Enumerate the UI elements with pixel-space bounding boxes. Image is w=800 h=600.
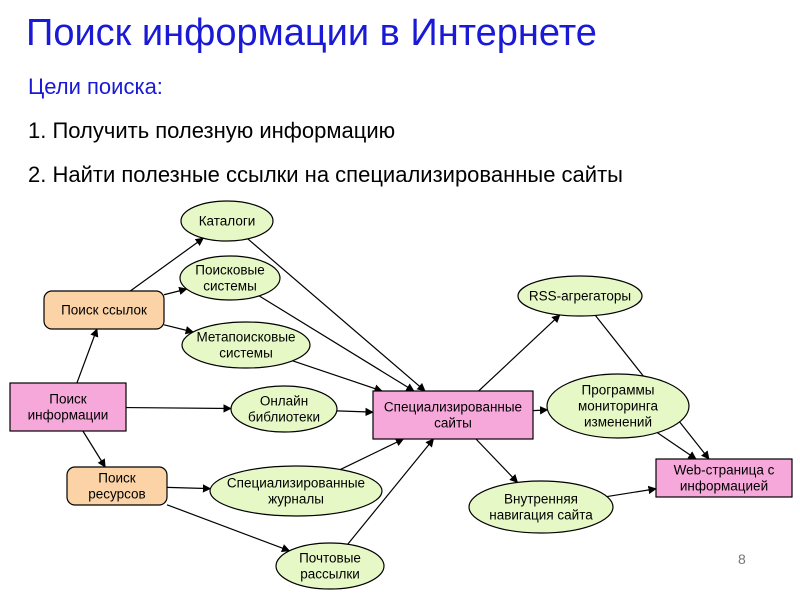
node-shape-mail [275,542,385,590]
node-label-monitor-line-2: мониторинга [578,399,658,414]
node-label-mail-line-1: Почтовые [299,551,361,566]
node-shape-meta [181,321,311,369]
node-label-webpage-line-2: информацией [680,479,768,494]
node-shape-journals [209,465,383,517]
slide-title: Поиск информации в Интернете [26,12,597,54]
arrow-journals-to-spec_sites [340,438,405,471]
arrow-spec_sites-to-monitor [532,406,549,415]
node-shape-poiskovye [179,255,281,301]
arrow-poisk_ssylok-to-poiskovye [163,286,188,296]
arrow-nav-to-webpage [606,485,657,498]
arrow-monitor-to-webpage [656,432,697,460]
node-shape-poisk_res [66,466,168,506]
node-shape-rss [517,275,643,317]
arrow-poisk_info-to-poisk_ssylok [76,328,99,384]
diagram-edges [76,237,710,553]
arrow-poisk_res-to-mail [166,504,291,553]
arrow-poisk_res-to-journals [166,484,212,493]
arrow-spec_sites-to-nav [475,438,519,484]
arrow-online-to-spec_sites [336,407,374,417]
goal-item-2: 2. Найти полезные ссылки на специализиро… [28,162,623,187]
arrow-katalogi-to-spec_sites [247,238,426,392]
node-label-poisk_res-line-1: Поиск [98,471,136,486]
goal-item-1: 1. Получить полезную информацию [28,118,396,143]
node-label-poisk_info-line-1: Поиск [49,392,87,407]
node-label-monitor-line-1: Программы [582,383,655,398]
node-label-online-line-2: библиотеки [248,410,320,425]
node-katalogi: Каталоги [180,200,274,242]
arrow-meta-to-spec_sites [292,360,383,393]
node-shape-monitor [546,373,690,439]
node-shape-katalogi [180,200,274,242]
diagram-nodes: КаталогиПоисковыесистемыМетапоисковыесис… [9,200,793,590]
node-rss: RSS-агрегаторы [517,275,643,317]
node-shape-spec_sites [372,390,534,440]
node-label-poisk_ssylok-line-1: Поиск ссылок [61,303,147,318]
arrow-spec_sites-to-rss [478,314,561,392]
slide-subtitle: Цели поиска: [28,74,163,99]
node-label-meta-line-2: системы [219,346,273,361]
node-label-webpage-line-1: Web-страница с [674,463,775,478]
node-label-katalogi-line-1: Каталоги [199,214,256,229]
node-label-journals-line-1: Специализированные [227,476,365,491]
node-label-poiskovye-line-1: Поисковые [195,263,264,278]
node-shape-poisk_ssylok [43,290,165,330]
node-shape-poisk_info [9,382,127,432]
node-label-nav-line-2: навигация сайта [489,508,593,523]
arrow-poisk_ssylok-to-katalogi [129,237,204,292]
node-label-rss-line-1: RSS-агрегаторы [529,289,631,304]
node-label-poisk_info-line-2: информации [28,408,109,423]
node-shape-webpage [655,458,793,498]
node-label-meta-line-1: Метапоисковые [196,330,295,345]
arrow-mail-to-spec_sites [347,438,434,545]
node-label-monitor-line-3: изменений [584,415,652,430]
arrow-poisk_ssylok-to-meta [163,324,195,335]
node-poisk_ssylok: Поиск ссылок [43,290,165,330]
node-label-nav-line-1: Внутренняя [504,492,578,507]
node-label-spec_sites-line-2: сайты [434,416,472,431]
node-label-journals-line-2: журналы [268,492,324,507]
arrow-poisk_info-to-online [125,404,232,413]
page-number: 8 [738,551,746,567]
node-shape-nav [468,480,614,534]
node-label-poisk_res-line-2: ресурсов [88,487,145,502]
node-label-spec_sites-line-1: Специализированные [384,400,522,415]
node-label-online-line-1: Онлайн [260,394,308,409]
arrow-poisk_info-to-poisk_res [82,430,106,468]
arrow-poiskovye-to-spec_sites [258,295,415,392]
node-label-poiskovye-line-2: системы [203,279,257,294]
node-label-mail-line-2: рассылки [300,567,360,582]
node-shape-online [230,385,338,433]
